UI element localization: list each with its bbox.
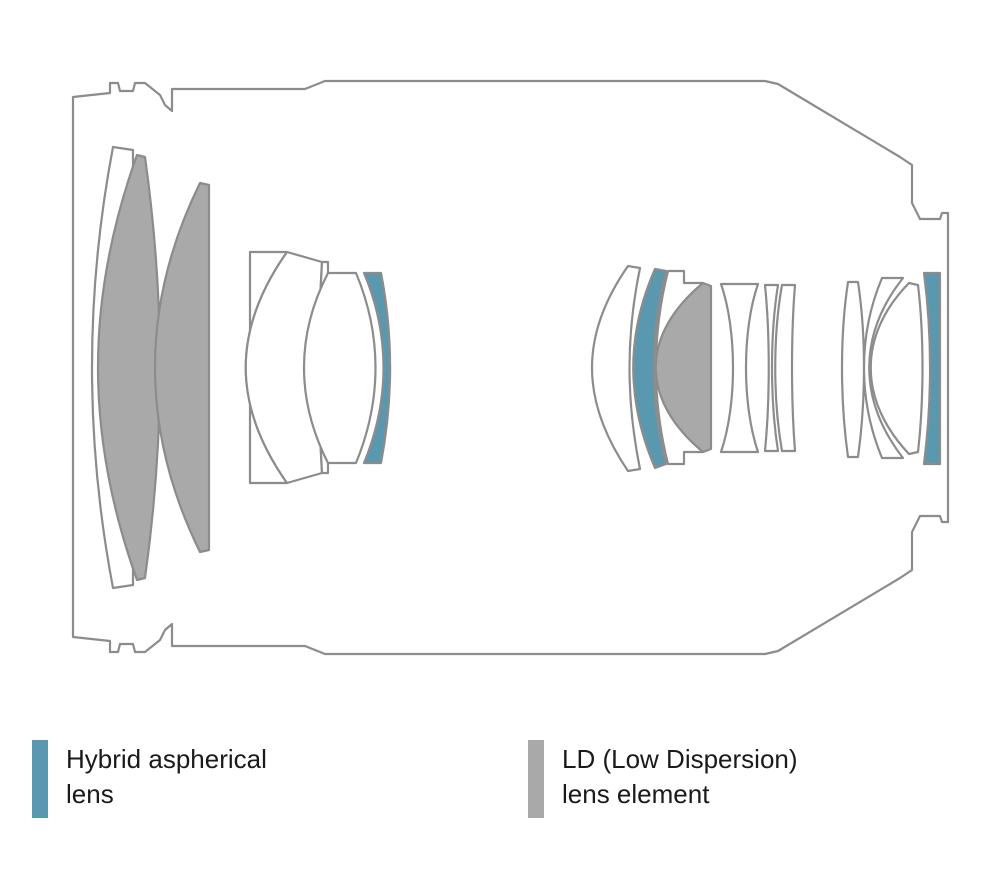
legend-label-hybrid-line-1: Hybrid aspherical (66, 744, 267, 774)
legend-swatch-hybrid (32, 740, 48, 818)
legend-swatch-ld (528, 740, 544, 818)
hybrid-aspherical-lens-2 (632, 267, 668, 470)
legend-label-ld: LD (Low Dispersion) lens element (562, 742, 798, 812)
lens-element-5a (840, 280, 866, 459)
legend-label-ld-line-1: LD (Low Dispersion) (562, 744, 798, 774)
lens-element-4a (719, 282, 760, 454)
hybrid-aspherical-lens-1 (362, 271, 392, 465)
lens-element-5b (862, 276, 905, 460)
lens-element-3a (590, 264, 642, 473)
legend-label-hybrid-line-2: lens (66, 779, 114, 809)
lens-element-5c (869, 281, 924, 456)
hybrid-aspherical-lens-3 (922, 271, 942, 466)
ld-lens-element-front-1 (96, 153, 162, 582)
ld-lens-element-middle (654, 281, 713, 454)
lens-construction-diagram (71, 79, 950, 656)
legend-label-ld-line-2: lens element (562, 779, 710, 809)
legend-label-hybrid: Hybrid aspherical lens (66, 742, 267, 812)
legend-item-hybrid-aspherical: Hybrid aspherical lens (32, 740, 267, 818)
lens-element-4c (774, 283, 797, 453)
legend-item-ld: LD (Low Dispersion) lens element (528, 740, 798, 818)
lens-barrel-outline (71, 79, 950, 656)
lens-element-4b (763, 283, 780, 453)
lens-element-2d (303, 271, 377, 465)
ld-lens-element-front-2 (153, 181, 211, 554)
